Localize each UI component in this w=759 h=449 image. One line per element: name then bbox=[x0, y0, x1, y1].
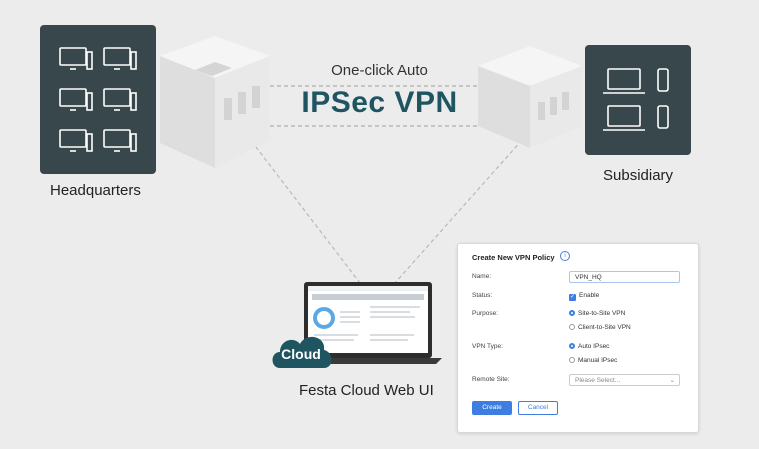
web-ui-label: Festa Cloud Web UI bbox=[299, 382, 434, 399]
vpn-type-option-2: Manual IPsec bbox=[578, 357, 618, 364]
vpn-headline: IPSec VPN bbox=[301, 86, 458, 119]
vpn-subheadline: One-click Auto bbox=[331, 62, 428, 79]
vpn-policy-form: Create New VPN Policy i Name: VPN_HQ Sta… bbox=[457, 243, 699, 433]
radio-empty-icon bbox=[569, 324, 575, 330]
purpose-option-1: Site-to-Site VPN bbox=[578, 310, 626, 317]
name-label: Name: bbox=[472, 273, 492, 280]
headquarters-label: Headquarters bbox=[50, 182, 141, 199]
vpn-type-radio-manual[interactable]: Manual IPsec bbox=[569, 357, 617, 364]
remote-site-select[interactable]: Please Select... ⌄ bbox=[569, 374, 680, 386]
vpn-type-label: VPN Type: bbox=[472, 343, 503, 350]
radio-empty-icon bbox=[569, 357, 575, 363]
subsidiary-building-icon bbox=[478, 46, 582, 148]
create-button[interactable]: Create bbox=[472, 401, 512, 415]
cloud-icon bbox=[272, 336, 332, 368]
purpose-radio-client-to-site[interactable]: Client-to-Site VPN bbox=[569, 324, 631, 331]
desktop-icon bbox=[59, 47, 137, 152]
cloud-badge-label: Cloud bbox=[281, 346, 321, 362]
name-field[interactable]: VPN_HQ bbox=[569, 271, 680, 283]
status-option-label: Enable bbox=[579, 292, 600, 299]
remote-site-placeholder: Please Select... bbox=[575, 377, 621, 384]
status-label: Status: bbox=[472, 292, 493, 299]
remote-site-label: Remote Site: bbox=[472, 376, 510, 383]
cancel-button[interactable]: Cancel bbox=[518, 401, 558, 415]
vpn-type-radio-auto[interactable]: Auto IPsec bbox=[569, 343, 609, 350]
purpose-option-2: Client-to-Site VPN bbox=[578, 324, 631, 331]
headquarters-devices bbox=[40, 25, 156, 174]
chevron-down-icon: ⌄ bbox=[669, 377, 675, 384]
hq-building-icon bbox=[160, 36, 270, 168]
radio-selected-icon bbox=[569, 343, 575, 349]
check-icon: ✓ bbox=[569, 294, 576, 301]
radio-selected-icon bbox=[569, 310, 575, 316]
info-icon[interactable]: i bbox=[560, 251, 570, 261]
laptop-icon bbox=[603, 68, 669, 131]
form-title: Create New VPN Policy bbox=[472, 253, 555, 262]
vpn-type-option-1: Auto IPsec bbox=[578, 343, 610, 350]
subsidiary-devices bbox=[585, 45, 691, 155]
purpose-radio-site-to-site[interactable]: Site-to-Site VPN bbox=[569, 310, 625, 317]
purpose-label: Purpose: bbox=[472, 310, 499, 317]
subsidiary-label: Subsidiary bbox=[603, 167, 674, 184]
laptop-web-ui-icon bbox=[294, 282, 442, 364]
status-enable-checkbox[interactable]: ✓Enable bbox=[569, 292, 599, 301]
